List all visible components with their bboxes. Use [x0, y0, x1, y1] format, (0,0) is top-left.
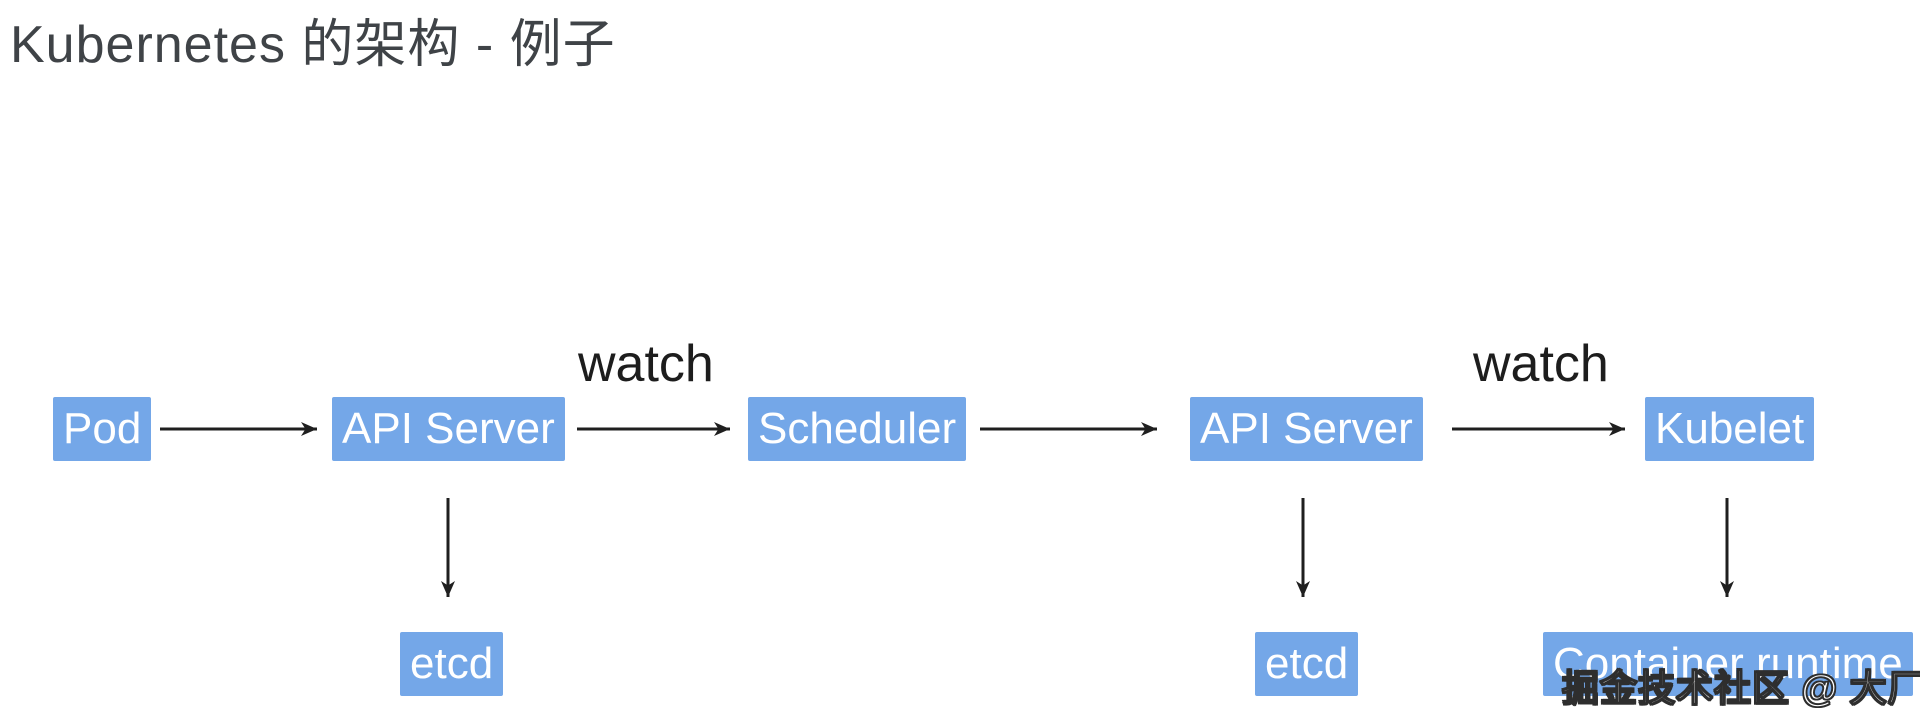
node-scheduler: Scheduler — [748, 397, 967, 461]
node-container-runtime: Container runtime — [1543, 632, 1913, 696]
node-kubelet: Kubelet — [1645, 397, 1815, 461]
node-api-server-1: API Server — [332, 397, 565, 461]
node-api-server-2: API Server — [1190, 397, 1423, 461]
edge-label-watch-2: watch — [1473, 335, 1609, 393]
watermark: 掘金技术社区 @ 大厂孕妈前端 — [1561, 667, 1920, 710]
node-etcd-1: etcd — [400, 632, 504, 696]
node-pod: Pod — [53, 397, 152, 461]
edge-label-watch-1: watch — [578, 335, 714, 393]
page-title: Kubernetes 的架构 - 例子 — [10, 16, 616, 74]
node-etcd-2: etcd — [1255, 632, 1359, 696]
